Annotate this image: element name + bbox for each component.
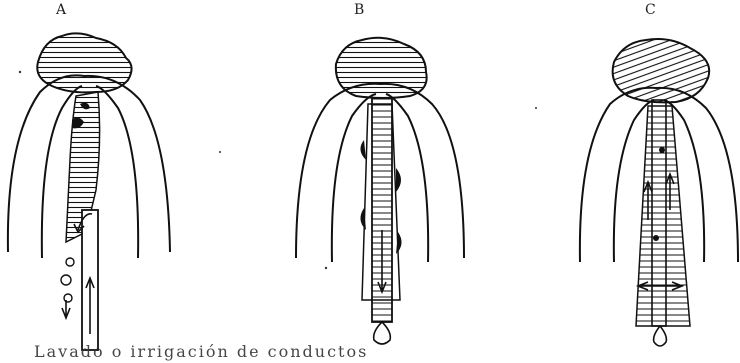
droplet-a2: [61, 275, 71, 285]
speck: [19, 71, 21, 73]
panel-label-c: C: [645, 2, 656, 18]
flow-arrow-down-a: [62, 300, 70, 318]
panel-c: [580, 39, 738, 346]
speck: [219, 151, 221, 153]
particle-c2: [653, 235, 659, 241]
droplet-a1: [66, 258, 74, 266]
panel-a: [8, 33, 170, 350]
figure-caption: Lavado o irrigación de conductos: [34, 342, 368, 361]
speck: [325, 267, 327, 269]
needle-drop-b: [374, 322, 391, 344]
canal-wall-right-a: [96, 86, 138, 258]
canal-wall-left-b: [332, 94, 376, 262]
needle-drop-c: [654, 326, 667, 346]
panel-label-b: B: [354, 2, 364, 18]
particle-c1: [659, 147, 665, 153]
panel-label-a: A: [56, 2, 66, 18]
panel-b: [296, 38, 464, 344]
speck: [535, 107, 537, 109]
canal-lining-c: [636, 106, 690, 326]
deposit-b1: [360, 140, 366, 160]
deposit-b2: [396, 168, 401, 192]
